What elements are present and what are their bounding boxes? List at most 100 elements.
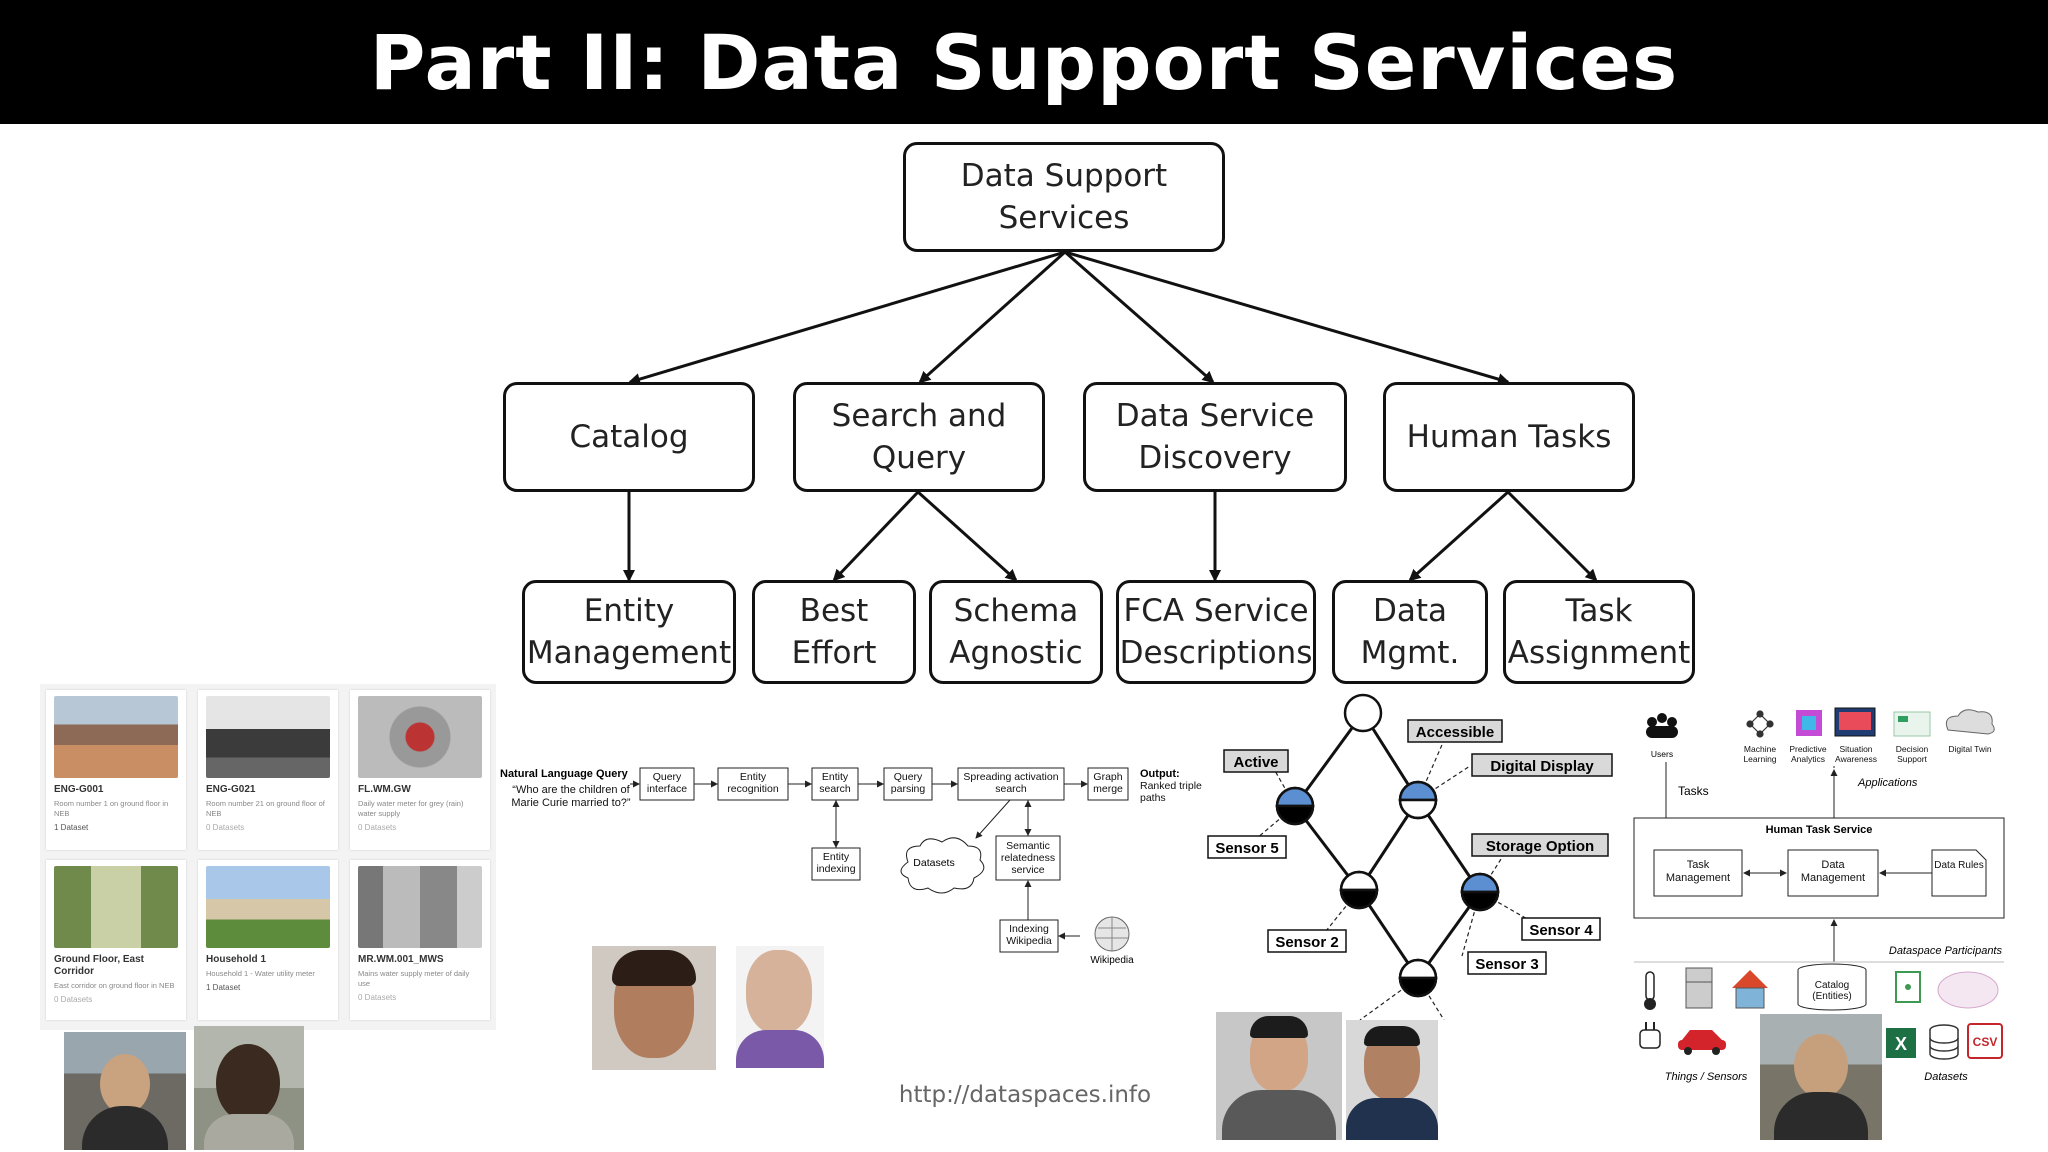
node-data-mgmt: Data Mgmt. [1332, 580, 1488, 684]
card-name: MR.WM.001_MWS [358, 954, 444, 965]
meter-thumbnail [358, 696, 482, 778]
card-description: Daily water meter for grey (rain) water … [358, 799, 464, 818]
datasets-cloud [900, 837, 985, 894]
edge-root-search [918, 250, 1067, 384]
decision-support-icon [1893, 711, 1931, 737]
edge-root-catalog [628, 250, 1066, 385]
card-name: ENG-G021 [206, 784, 256, 795]
label-sensor-3: Sensor 3 [1475, 956, 1538, 973]
card-description: East corridor on ground floor in NEB [54, 981, 175, 990]
card-datasets: 0 Datasets [206, 823, 245, 832]
stage-query-interface: Query interface [646, 771, 688, 795]
pipes-thumbnail [358, 866, 482, 948]
card-datasets: 0 Datasets [358, 993, 397, 1002]
card-name: ENG-G001 [54, 784, 104, 795]
human-task-architecture: Users Machine Learning Predictive Analyt… [1633, 707, 2005, 1083]
machine-learning-icon [1746, 710, 1774, 738]
top-label-digital-twin: Digital Twin [1948, 744, 1992, 754]
output-text: Ranked triple paths [1140, 780, 1202, 804]
catalog-card: MR.WM.001_MWS Mains water supply meter o… [350, 860, 490, 1020]
label-sensor-4: Sensor 4 [1529, 922, 1593, 939]
thermometer-icon [1644, 971, 1656, 1010]
share-doc-icon [1895, 971, 1921, 1003]
stage-entity-recognition: Entity recognition [727, 771, 779, 795]
things-sensors-label: Things / Sensors [1665, 1071, 1748, 1083]
top-label-users: Users [1651, 749, 1673, 759]
node-task-assignment: Task Assignment [1503, 580, 1695, 684]
entity-indexing-box: Entity indexing [816, 851, 856, 875]
stage-graph-merge: Graph merge [1093, 771, 1123, 795]
lattice-node-sensor2 [1339, 870, 1379, 910]
node-catalog: Catalog [503, 382, 755, 492]
corridor-thumbnail [54, 866, 178, 948]
card-description: Room number 1 on ground floor in NEB [54, 799, 169, 818]
datasets-label: Datasets [1924, 1071, 1968, 1083]
label-sensor-5: Sensor 5 [1215, 840, 1278, 857]
node-data-service-discovery: Data Service Discovery [1083, 382, 1347, 492]
wikipedia-label: Wikipedia [1090, 955, 1134, 966]
edge-root-discovery [1064, 250, 1215, 384]
node-entity-management: Entity Management [522, 580, 736, 684]
page-title: Part II: Data Support Services [369, 17, 1679, 107]
card-datasets: 0 Datasets [358, 823, 397, 832]
catalog-card: Household 1 Household 1 - Water utility … [198, 860, 338, 1020]
card-description: Room number 21 on ground floor of NEB [206, 799, 325, 818]
csv-file-icon: CSV [1967, 1023, 2003, 1059]
box-data-rules: Data Rules [1934, 860, 1984, 871]
label-sensor-2: Sensor 2 [1275, 934, 1338, 951]
room-thumbnail [206, 696, 330, 778]
avatar [64, 1032, 186, 1150]
card-name: FL.WM.GW [358, 784, 411, 795]
top-label-machine-learning: Machine Learning [1743, 744, 1777, 764]
node-best-effort: Best Effort [752, 580, 916, 684]
tasks-label: Tasks [1678, 784, 1709, 798]
catalog-screenshot: ENG-G001 Room number 1 on ground floor i… [40, 684, 496, 1030]
node-schema-agnostic: Schema Agnostic [929, 580, 1103, 684]
node-search-and-query: Search and Query [793, 382, 1045, 492]
catalog-entities-label: Catalog (Entities) [1812, 980, 1852, 1002]
catalog-card: Ground Floor, East Corridor East corrido… [46, 860, 186, 1020]
node-human-tasks: Human Tasks [1383, 382, 1635, 492]
database-icon [1797, 963, 1867, 1011]
avatar [194, 1026, 304, 1150]
card-name: Household 1 [206, 954, 267, 965]
card-name: Ground Floor, East Corridor [54, 954, 145, 977]
box-data-management: Data Management [1800, 859, 1866, 884]
top-label-situation-awareness: Situation Awareness [1835, 744, 1877, 764]
plug-icon [1639, 1022, 1661, 1049]
card-datasets: 1 Dataset [54, 823, 89, 832]
fridge-icon [1685, 967, 1713, 1009]
card-datasets: 0 Datasets [54, 995, 93, 1004]
lattice-node-bottom [1398, 958, 1438, 998]
tree-connectors [623, 250, 1598, 582]
stage-spreading-activation: Spreading activation search [963, 771, 1059, 795]
label-digital-display: Digital Display [1490, 758, 1594, 775]
datasets-label: Datasets [913, 857, 954, 869]
edge-human-data [1408, 490, 1510, 582]
situation-awareness-icon [1834, 707, 1876, 737]
wikipedia-globe-icon [1094, 916, 1130, 952]
room-thumbnail [54, 696, 178, 778]
catalog-card: FL.WM.GW Daily water meter for grey (rai… [350, 690, 490, 850]
edge-search-best [832, 490, 920, 582]
card-description: Household 1 - Water utility meter [206, 969, 315, 978]
avatar [1760, 1014, 1882, 1140]
participants-label: Dataspace Participants [1889, 945, 2003, 957]
applications-label: Applications [1857, 777, 1918, 789]
fca-lattice-diagram: Accessible Active Digital Display Sensor… [1207, 693, 1613, 1020]
lattice-node-accessible [1398, 780, 1438, 820]
excel-glyph: X [1895, 1034, 1907, 1054]
avatar [1216, 1012, 1342, 1140]
catalog-card: ENG-G001 Room number 1 on ground floor i… [46, 690, 186, 850]
service-title: Human Task Service [1766, 824, 1873, 836]
stage-query-parsing: Query parsing [890, 771, 926, 795]
nlq-example: “Who are the children of Marie Curie mar… [511, 784, 631, 809]
website-url[interactable]: http://dataspaces.info [898, 1082, 1152, 1108]
label-active: Active [1233, 754, 1278, 771]
box-task-management: Task Management [1665, 859, 1731, 884]
top-label-predictive-analytics: Predictive Analytics [1789, 744, 1827, 764]
house-icon [1732, 970, 1768, 1009]
network-graph-icon [1937, 971, 1999, 1009]
output-label: Output: [1140, 768, 1180, 780]
users-icon [1646, 713, 1678, 738]
